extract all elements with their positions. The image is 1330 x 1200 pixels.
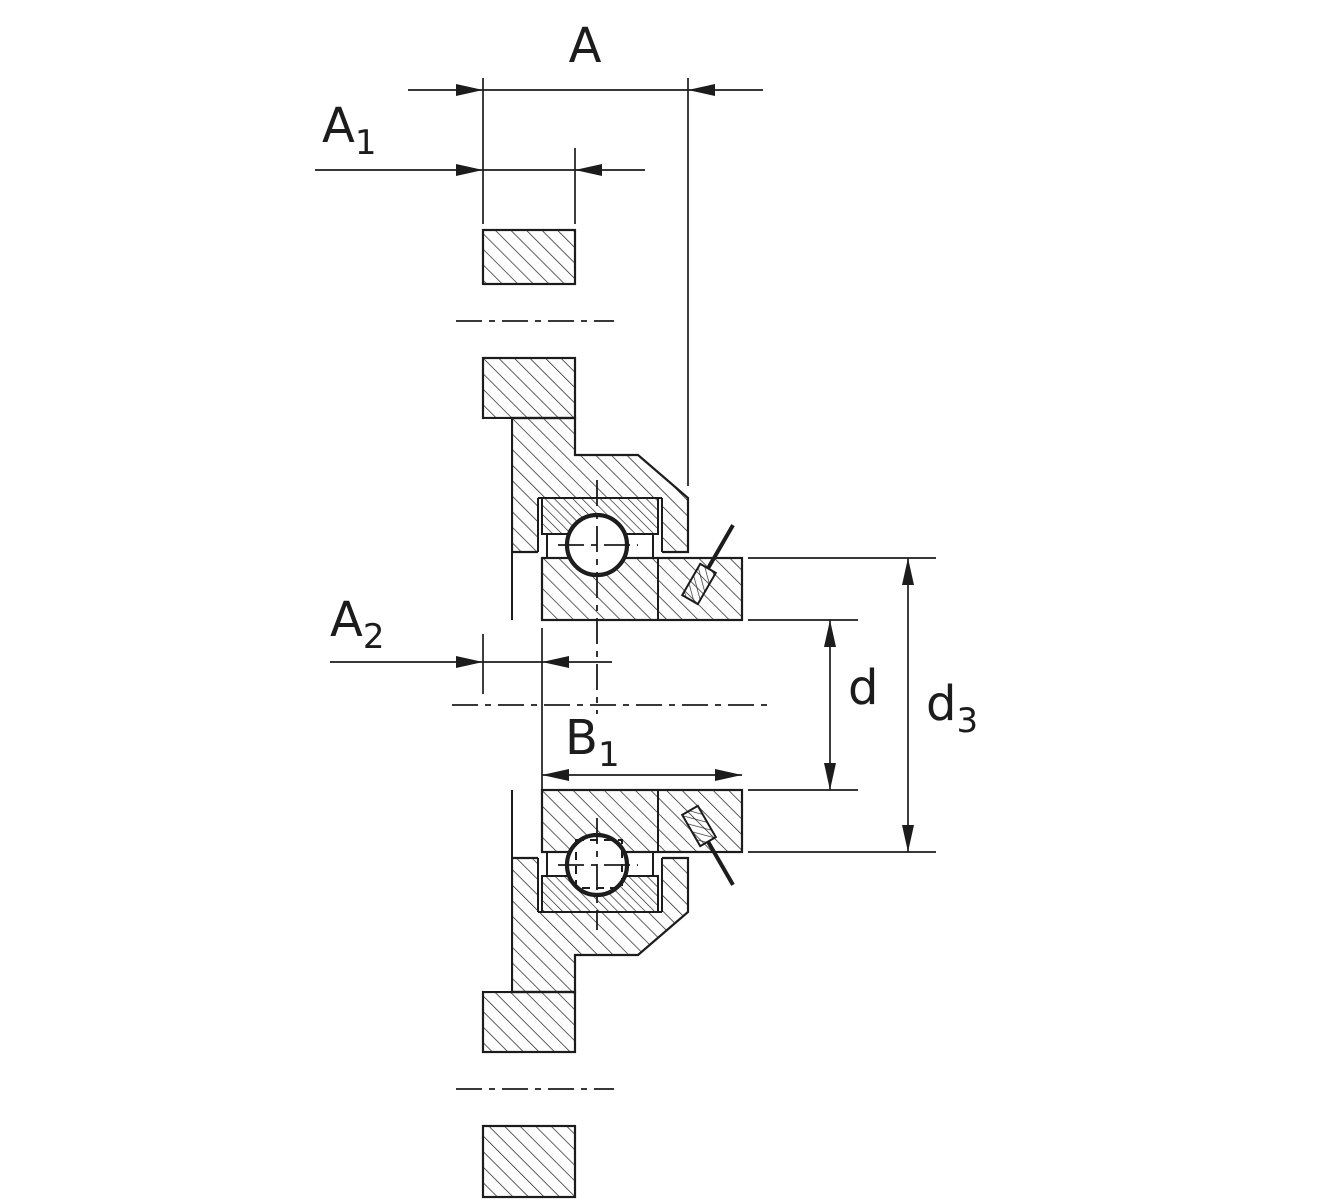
screw-body-top bbox=[680, 562, 718, 606]
dimensions: A A1 A2 B1 d bbox=[315, 18, 978, 853]
dimension-label-a1: A1 bbox=[322, 98, 376, 163]
collar-screw-top bbox=[680, 524, 735, 606]
sleeve-upper-wall bbox=[540, 556, 744, 622]
screw-pin-top bbox=[706, 524, 735, 570]
dimension-d3: d3 bbox=[902, 558, 978, 852]
hidden-set-screw bbox=[575, 839, 623, 889]
arrowhead bbox=[542, 769, 569, 781]
screw-body-bottom bbox=[680, 804, 718, 848]
arrowhead bbox=[688, 84, 715, 96]
extension-lines bbox=[482, 78, 936, 853]
arrowhead bbox=[575, 164, 602, 176]
dimension-label-a: A bbox=[569, 18, 602, 74]
dimension-d: d bbox=[824, 620, 878, 790]
arrowhead bbox=[824, 763, 836, 790]
flange-top-arm-upper-section bbox=[481, 228, 577, 286]
flange-bottom-arm-upper-section bbox=[481, 990, 577, 1054]
dimension-label-d: d bbox=[848, 660, 878, 716]
dimension-B1: B1 bbox=[542, 710, 742, 781]
dimension-A: A bbox=[408, 18, 763, 96]
dimension-label-d3: d3 bbox=[926, 676, 978, 741]
screw-pin-bottom bbox=[706, 840, 735, 886]
arrowhead bbox=[456, 84, 483, 96]
dimension-A1: A1 bbox=[315, 98, 645, 176]
center-lines bbox=[452, 320, 772, 1090]
arrowhead bbox=[902, 558, 914, 585]
arrowhead bbox=[456, 164, 483, 176]
sleeve-lower-wall bbox=[540, 788, 744, 854]
flange-bottom-arm-lower-section bbox=[481, 1124, 577, 1199]
arrowhead bbox=[824, 620, 836, 647]
arrowhead bbox=[902, 825, 914, 852]
collar-screw-bottom bbox=[680, 804, 735, 886]
dimension-label-b1: B1 bbox=[565, 710, 620, 775]
arrowhead bbox=[542, 656, 569, 668]
arrowhead bbox=[715, 769, 742, 781]
flange-top-arm-lower-section bbox=[481, 356, 577, 420]
arrowhead bbox=[456, 656, 483, 668]
dimension-label-a2: A2 bbox=[330, 592, 384, 657]
dimension-A2: A2 bbox=[330, 592, 612, 668]
